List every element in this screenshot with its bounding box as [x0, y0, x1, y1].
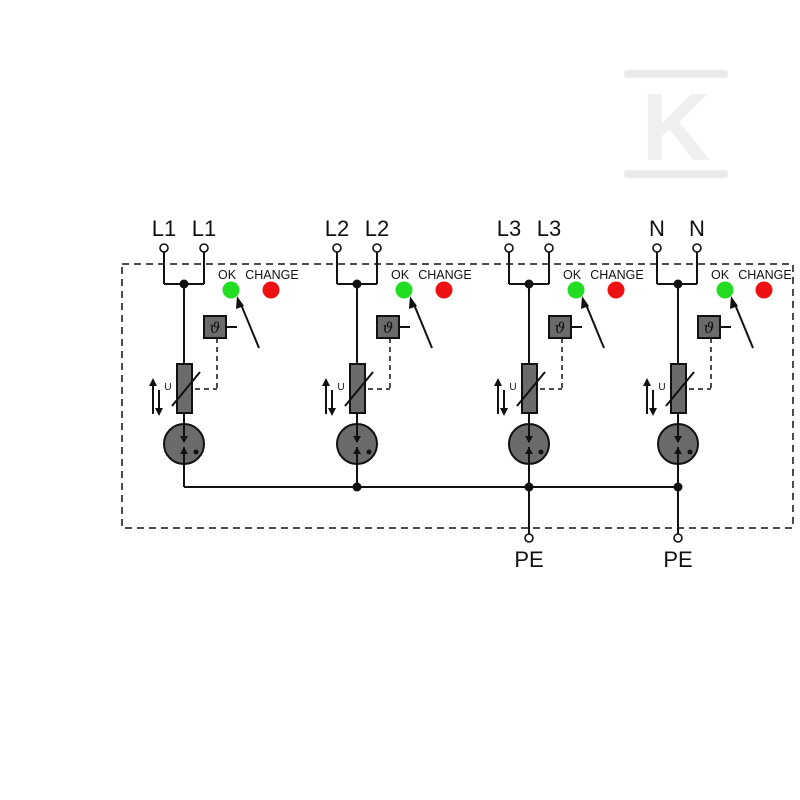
- arrow-head: [409, 296, 417, 309]
- arrow-head: [730, 296, 738, 309]
- thermal-arrow: [239, 301, 260, 349]
- change-indicator-led: [262, 281, 280, 299]
- varistor: [176, 363, 193, 414]
- thermal-symbol: ϑ: [383, 319, 394, 337]
- change-indicator-led: [607, 281, 625, 299]
- arrow-head: [500, 408, 508, 416]
- arrow-head: [155, 408, 163, 416]
- change-label: CHANGE: [590, 268, 643, 282]
- terminal-circle: [652, 243, 662, 253]
- varistor-slash: [516, 371, 546, 407]
- arrow-head: [353, 436, 361, 443]
- terminal-circle: [692, 243, 702, 253]
- change-label: CHANGE: [738, 268, 791, 282]
- arrow-head: [236, 296, 244, 309]
- change-label: CHANGE: [245, 268, 298, 282]
- terminal-label: L1: [152, 216, 176, 241]
- pe-terminal-circle: [673, 533, 683, 543]
- varistor-symbol: U: [509, 382, 516, 393]
- terminal-label: L3: [537, 216, 561, 241]
- terminal-label: N: [689, 216, 705, 241]
- arrow-head: [581, 296, 589, 309]
- terminal-label: L3: [497, 216, 521, 241]
- arrow-head: [149, 378, 157, 386]
- thermal-arrow: [584, 301, 605, 349]
- arrow-head: [494, 378, 502, 386]
- change-label: CHANGE: [418, 268, 471, 282]
- arrow-head: [649, 408, 657, 416]
- varistor-slash: [665, 371, 695, 407]
- ok-label: OK: [711, 268, 730, 282]
- pe-label: PE: [663, 547, 692, 572]
- thermal-arrow: [733, 301, 754, 349]
- ok-indicator-led: [222, 281, 240, 299]
- terminal-label: L1: [192, 216, 216, 241]
- arrow-head: [525, 436, 533, 443]
- arrow-head: [674, 447, 682, 454]
- pe-label: PE: [514, 547, 543, 572]
- ok-indicator-led: [716, 281, 734, 299]
- protection-module: N N OK CHANGE ϑ U: [643, 216, 792, 487]
- thermal-symbol: ϑ: [210, 319, 221, 337]
- arrow-head: [328, 408, 336, 416]
- varistor: [349, 363, 366, 414]
- varistor-slash: [171, 371, 201, 407]
- varistor-symbol: U: [658, 382, 665, 393]
- ok-label: OK: [218, 268, 237, 282]
- terminal-circle: [504, 243, 514, 253]
- thermal-arrow: [412, 301, 433, 349]
- terminal-label: L2: [365, 216, 389, 241]
- arrow-head: [322, 378, 330, 386]
- gdt-dot: [193, 449, 199, 455]
- change-indicator-led: [755, 281, 773, 299]
- thermal-symbol: ϑ: [555, 319, 566, 337]
- thermal-symbol: ϑ: [704, 319, 715, 337]
- terminal-label: N: [649, 216, 665, 241]
- ok-indicator-led: [395, 281, 413, 299]
- gdt-dot: [538, 449, 544, 455]
- arrow-head: [643, 378, 651, 386]
- gdt-dot: [366, 449, 372, 455]
- pe-terminal-circle: [524, 533, 534, 543]
- gdt-dot: [687, 449, 693, 455]
- varistor-symbol: U: [337, 382, 344, 393]
- terminal-circle: [159, 243, 169, 253]
- arrow-head: [180, 447, 188, 454]
- terminal-circle: [199, 243, 209, 253]
- watermark-logo: K: [624, 70, 728, 181]
- watermark-letter: K: [641, 74, 710, 181]
- protection-module: L3 L3 OK CHANGE ϑ U: [494, 216, 644, 487]
- enclosure-dashed-border: [121, 263, 794, 529]
- terminal-label: L2: [325, 216, 349, 241]
- terminal-circle: [372, 243, 382, 253]
- arrow-head: [674, 436, 682, 443]
- varistor: [521, 363, 538, 414]
- arrow-head: [180, 436, 188, 443]
- varistor-symbol: U: [164, 382, 171, 393]
- ok-indicator-led: [567, 281, 585, 299]
- gas-discharge-tube: [657, 423, 699, 465]
- ok-label: OK: [563, 268, 582, 282]
- gas-discharge-tube: [508, 423, 550, 465]
- arrow-head: [353, 447, 361, 454]
- ok-label: OK: [391, 268, 410, 282]
- gas-discharge-tube: [163, 423, 205, 465]
- protection-module: L1 L1 OK CHANGE ϑ U: [149, 216, 299, 487]
- gas-discharge-tube: [336, 423, 378, 465]
- varistor-slash: [344, 371, 374, 407]
- terminal-circle: [544, 243, 554, 253]
- arrow-head: [525, 447, 533, 454]
- varistor: [670, 363, 687, 414]
- change-indicator-led: [435, 281, 453, 299]
- protection-module: L2 L2 OK CHANGE ϑ U: [322, 216, 472, 487]
- terminal-circle: [332, 243, 342, 253]
